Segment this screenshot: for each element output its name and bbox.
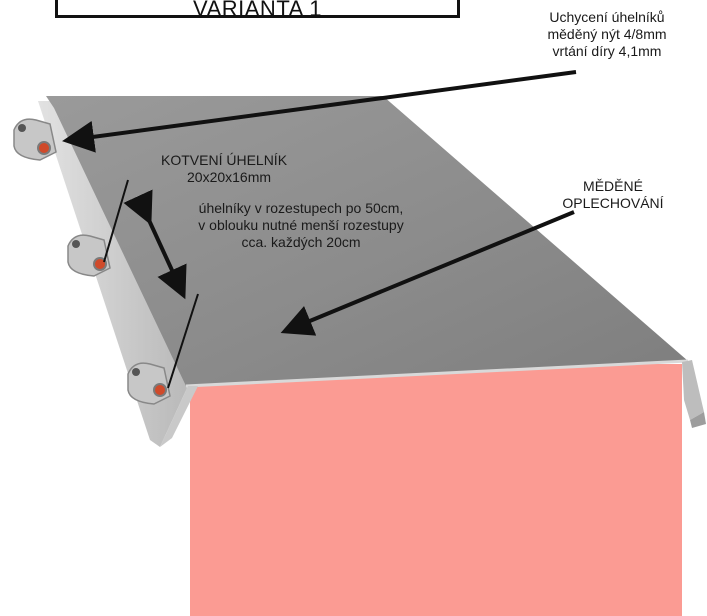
rivet-label-line: Uchycení úhelníků: [549, 9, 665, 25]
page-title: VARIANTA 1: [193, 0, 322, 21]
anchor-label: KOTVENÍ ÚHELNÍK 20x20x16mm: [161, 152, 287, 186]
angle-bracket-icon: [13, 118, 57, 161]
anchor-leader-line: [167, 293, 199, 389]
spacing-label: úhelníky v rozestupech po 50cm, v oblouk…: [164, 200, 438, 251]
spacing-label-line: cca. každých 20cm: [241, 234, 361, 250]
flashing-right-fold: [690, 412, 706, 428]
title-box: VARIANTA 1: [55, 0, 460, 21]
anchor-leader-line: [103, 179, 129, 263]
copper-flashing-label: MĚDĚNÉ OPLECHOVÁNÍ: [538, 178, 688, 212]
wall-body: [190, 364, 682, 616]
anchor-label-line: 20x20x16mm: [187, 169, 272, 185]
flashing-front-edge: [185, 359, 689, 388]
flashing-left-side: [38, 101, 188, 447]
rivet-icon: [153, 383, 167, 397]
rivet-label-line: měděný nýt 4/8mm: [547, 26, 667, 42]
spacing-dimension-arrow: [123, 189, 187, 300]
arrow-icon: [62, 70, 577, 153]
rivet-icon: [93, 257, 107, 271]
flashing-top-face: [46, 96, 688, 386]
copper-label-line: MĚDĚNÉ: [583, 178, 643, 194]
rivet-label: Uchycení úhelníků měděný nýt 4/8mm vrtán…: [512, 9, 702, 60]
spacing-label-line: úhelníky v rozestupech po 50cm,: [198, 200, 404, 216]
flashing-front-fold: [160, 386, 198, 447]
flashing-right-edge: [682, 360, 704, 420]
angle-bracket-icon: [127, 362, 171, 405]
arrow-icon: [280, 210, 575, 336]
rivet-icon: [37, 141, 51, 155]
rivet-label-line: vrtání díry 4,1mm: [552, 43, 662, 59]
anchor-label-line: KOTVENÍ ÚHELNÍK: [161, 152, 288, 168]
spacing-label-line: v oblouku nutné menší rozestupy: [198, 217, 404, 233]
copper-label-line: OPLECHOVÁNÍ: [562, 195, 664, 211]
angle-bracket-icon: [67, 234, 111, 277]
